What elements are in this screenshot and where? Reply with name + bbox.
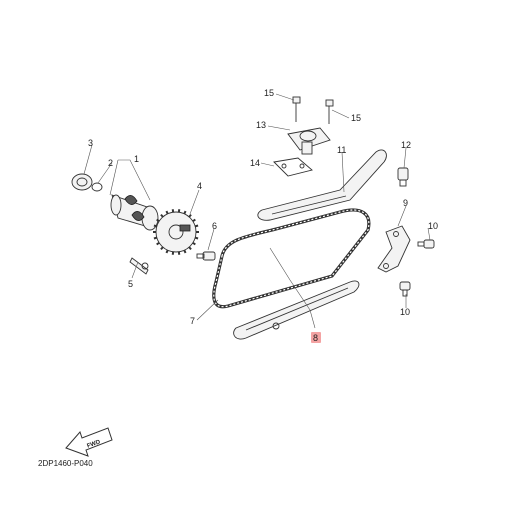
part-4-cam-sprocket[interactable] <box>153 209 199 255</box>
part-10-bolt-upper[interactable] <box>417 239 435 249</box>
callout-9[interactable]: 9 <box>403 198 408 208</box>
part-2-o-ring[interactable] <box>91 182 103 192</box>
part-14-gasket[interactable] <box>273 157 313 177</box>
callout-5[interactable]: 5 <box>128 279 133 289</box>
part-13-tensioner[interactable] <box>287 127 331 155</box>
sprocket-tooth <box>194 236 199 240</box>
sprocket-tooth <box>192 241 196 246</box>
callout-14[interactable]: 14 <box>250 158 260 168</box>
callout-7[interactable]: 7 <box>190 316 195 326</box>
sprocket-tooth <box>192 218 196 223</box>
callout-15-left[interactable]: 15 <box>264 88 274 98</box>
callout-10-lower[interactable]: 10 <box>400 307 410 317</box>
callout-1[interactable]: 1 <box>134 154 139 164</box>
sprocket-tooth <box>188 246 192 251</box>
part-9-bracket[interactable] <box>377 225 411 273</box>
callout-12[interactable]: 12 <box>401 140 411 150</box>
callout-15-right[interactable]: 15 <box>351 113 361 123</box>
callout-6[interactable]: 6 <box>212 221 217 231</box>
callout-4[interactable]: 4 <box>197 181 202 191</box>
callout-3[interactable]: 3 <box>88 138 93 148</box>
sprocket-tooth <box>188 213 192 218</box>
diagram-code: 2DP1460-P040 <box>38 459 93 468</box>
sprocket-tooth <box>160 213 164 218</box>
part-6-bolt[interactable] <box>196 251 216 261</box>
sprocket-tooth <box>153 236 158 240</box>
part-7-timing-chain[interactable] <box>212 208 371 309</box>
callout-2[interactable]: 2 <box>108 158 113 168</box>
callout-10-upper[interactable]: 10 <box>428 221 438 231</box>
part-15-bolt-left[interactable] <box>292 96 301 122</box>
part-1-camshaft[interactable] <box>110 194 159 231</box>
fwd-label: FWD <box>86 439 102 450</box>
sprocket-tooth <box>156 218 160 223</box>
fwd-arrow-icon: FWD <box>65 427 113 457</box>
leader-lines <box>83 93 431 329</box>
sprocket-tooth <box>165 210 169 215</box>
callout-13[interactable]: 13 <box>256 120 266 130</box>
sprocket-tooth <box>153 224 158 228</box>
sprocket-tooth <box>183 249 187 254</box>
callout-labels: 1 2 3 4 5 6 7 8 9 10 10 11 12 13 14 15 1… <box>88 88 438 343</box>
sprocket-tooth <box>183 210 187 215</box>
part-12-bolt[interactable] <box>397 167 409 187</box>
sprocket-tooth <box>165 249 169 254</box>
part-15-bolt-right[interactable] <box>325 99 334 124</box>
callout-8-highlight <box>311 332 321 343</box>
part-3-oil-seal[interactable] <box>71 173 93 191</box>
part-8-chain-guide[interactable] <box>233 280 360 340</box>
sprocket-tooth <box>194 224 199 228</box>
part-11-tensioner-guide[interactable] <box>257 149 387 221</box>
callout-11[interactable]: 11 <box>337 145 346 155</box>
part-5-pin[interactable] <box>129 257 149 275</box>
callout-8[interactable]: 8 <box>313 333 318 343</box>
sprocket-tooth <box>156 241 160 246</box>
sprocket-tooth <box>160 246 164 251</box>
part-10-bolt-lower[interactable] <box>399 281 411 297</box>
